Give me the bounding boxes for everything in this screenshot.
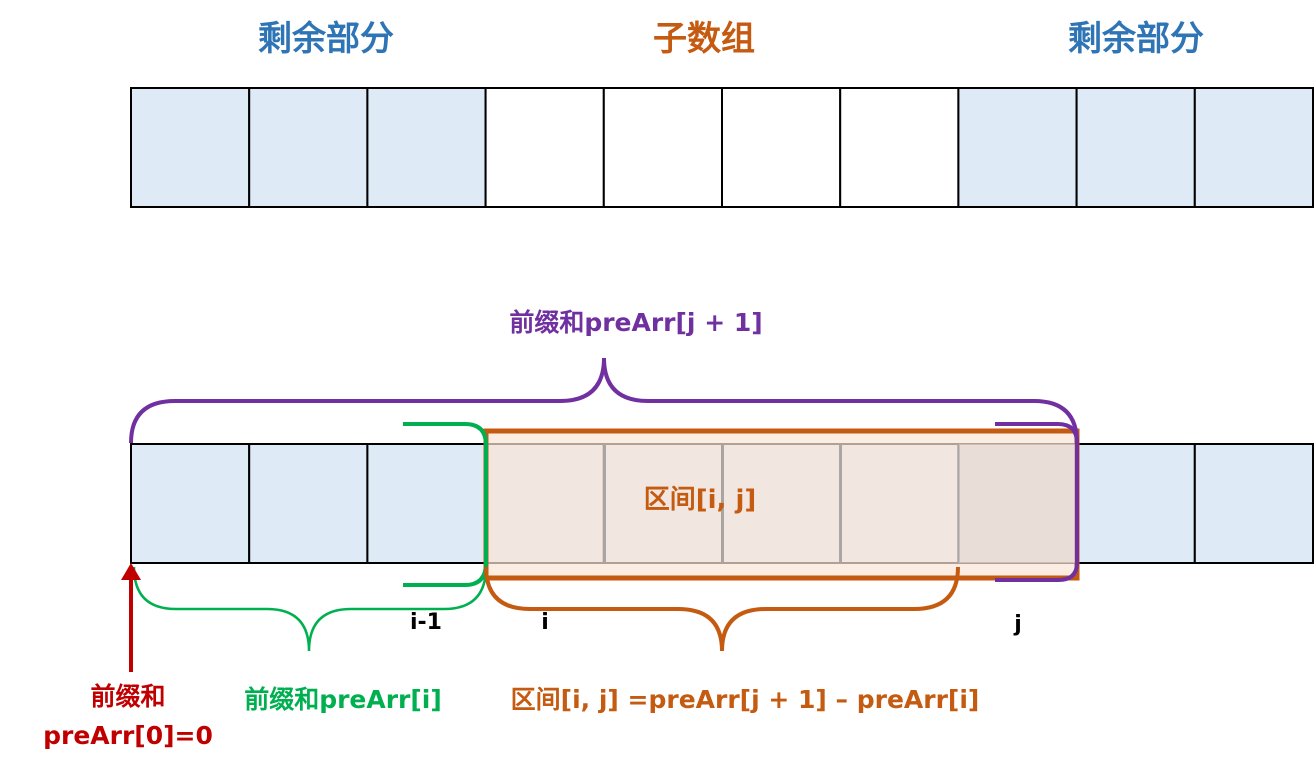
orange-brace xyxy=(484,566,960,652)
prefix-j1-label: 前缀和preArr[j + 1] xyxy=(509,308,762,337)
bottom-array-cell xyxy=(366,443,487,564)
index-j-label: j xyxy=(1013,612,1022,637)
interval-formula-label: 区间[i, j] =preArr[j + 1] – preArr[i] xyxy=(511,685,980,714)
interval-last-cell-shade xyxy=(959,444,1077,563)
top-right-remaining-label: 剩余部分 xyxy=(1068,19,1204,59)
green-brace xyxy=(132,566,488,652)
top-left-remaining-label: 剩余部分 xyxy=(258,19,394,59)
top-array-cell xyxy=(839,87,960,208)
top-array-cell xyxy=(602,87,723,208)
prefix-i-label: 前缀和preArr[i] xyxy=(244,685,442,714)
bottom-array-cell xyxy=(130,443,251,564)
bottom-array-cell xyxy=(1193,443,1315,564)
bottom-array-cell xyxy=(248,443,369,564)
top-array-cell xyxy=(1075,87,1196,208)
purple-brace xyxy=(129,357,1079,444)
top-array-cell xyxy=(366,87,487,208)
prefix-zero-label-line2: preArr[0]=0 xyxy=(43,721,213,750)
top-subarray-label: 子数组 xyxy=(653,19,755,59)
index-i-minus-1-label: i-1 xyxy=(410,610,442,635)
top-array-cell xyxy=(721,87,842,208)
top-array-cell xyxy=(130,87,251,208)
top-array-cell xyxy=(957,87,1078,208)
top-array xyxy=(130,87,1315,208)
prefix-zero-label-line1: 前缀和 xyxy=(90,682,165,711)
green-boundary-bracket xyxy=(403,422,488,587)
red-arrow-head-icon xyxy=(121,563,141,580)
top-array-cell xyxy=(484,87,605,208)
index-i-label: i xyxy=(541,610,549,635)
top-array-cell xyxy=(248,87,369,208)
interval-label: 区间[i, j] xyxy=(644,485,757,515)
bottom-array-cell xyxy=(1075,443,1196,564)
top-array-cell xyxy=(1193,87,1315,208)
purple-j-bracket xyxy=(995,422,1079,582)
